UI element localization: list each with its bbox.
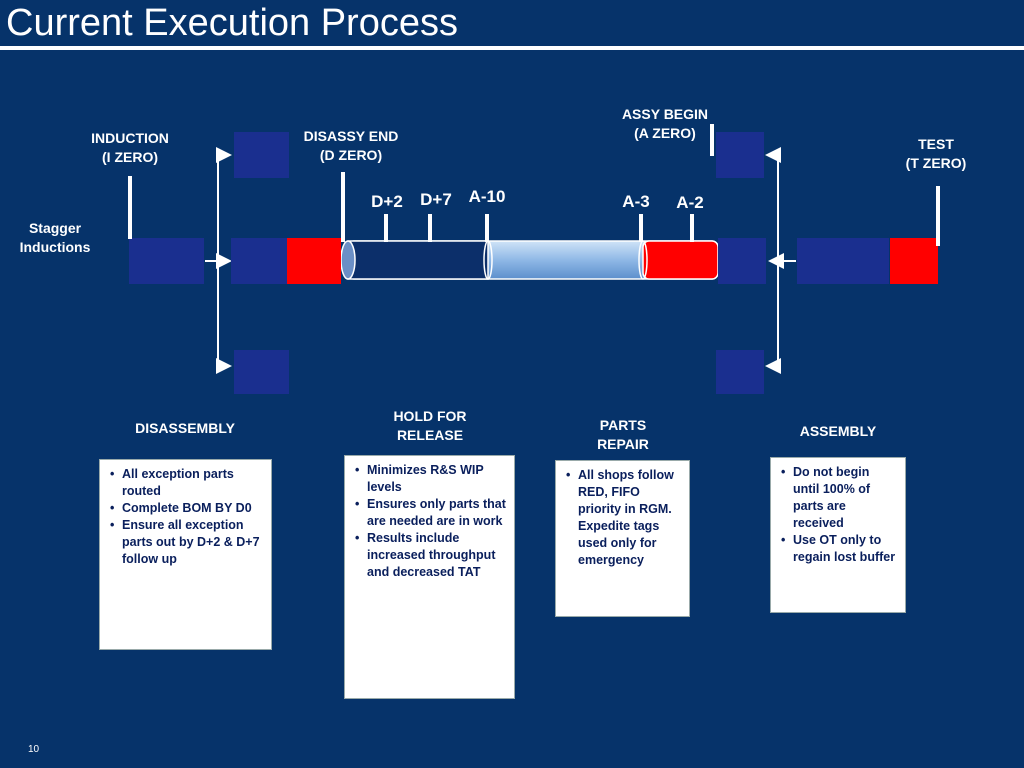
test-marker (936, 186, 940, 246)
list-item: Complete BOM BY D0 (110, 500, 263, 517)
disassembly-line-top (234, 132, 289, 178)
stagger-block (129, 238, 204, 284)
list-item: Ensure all exception parts out by D+2 & … (110, 517, 263, 568)
disassembly-heading: DISASSEMBLY (135, 420, 235, 436)
disassembly-notes: All exception parts routed Complete BOM … (99, 459, 272, 650)
disassy-end-marker (341, 172, 345, 242)
list-item: All exception parts routed (110, 466, 263, 500)
list-item: Results include increased throughput and… (355, 530, 506, 581)
a3-marker (639, 214, 643, 242)
page-number: 10 (28, 744, 40, 755)
a2-label: A-2 (676, 193, 704, 212)
assembly-line-bottom (716, 350, 764, 394)
list-item: Minimizes R&S WIP levels (355, 462, 506, 496)
d7-marker (428, 214, 432, 242)
induction-label: INDUCTION(I ZERO) (91, 130, 169, 165)
test-label: TEST(T ZERO) (905, 136, 967, 171)
disassembly-line-middle (231, 238, 288, 284)
list-item: Do not begin until 100% of parts are rec… (781, 464, 897, 532)
test-red-buffer (890, 238, 938, 284)
disassembly-line-bottom (234, 350, 289, 394)
induction-marker (128, 176, 132, 239)
parts-repair-notes: All shops follow RED, FIFO priority in R… (555, 460, 690, 617)
d2-marker (384, 214, 388, 242)
a3-label: A-3 (622, 192, 650, 211)
list-item: Use OT only to regain lost buffer (781, 532, 897, 566)
disassy-end-label: DISASSY END(D ZERO) (303, 128, 399, 163)
hold-for-release-notes: Minimizes R&S WIP levels Ensures only pa… (344, 455, 515, 699)
assembly-notes: Do not begin until 100% of parts are rec… (770, 457, 906, 613)
a10-marker (485, 214, 489, 242)
assy-begin-label: ASSY BEGIN(A ZERO) (621, 106, 709, 141)
title-divider (0, 46, 1024, 50)
assembly-merger (765, 147, 796, 374)
assembly-heading: ASSEMBLY (799, 423, 877, 439)
induction-splitter (205, 147, 232, 374)
test-block (797, 238, 889, 284)
assembly-line-middle (718, 238, 766, 284)
page-title: Current Execution Process (6, 2, 458, 44)
a10-label: A-10 (468, 187, 506, 206)
d7-label: D+7 (420, 190, 452, 209)
assy-begin-marker (710, 124, 714, 156)
buffer-pipe (340, 240, 719, 280)
list-item: Ensures only parts that are needed are i… (355, 496, 506, 530)
assembly-line-top (716, 132, 764, 178)
a2-marker (690, 214, 694, 242)
list-item: All shops follow RED, FIFO priority in R… (566, 467, 681, 569)
d2-label: D+2 (371, 192, 403, 211)
disassembly-red-buffer (287, 238, 341, 284)
